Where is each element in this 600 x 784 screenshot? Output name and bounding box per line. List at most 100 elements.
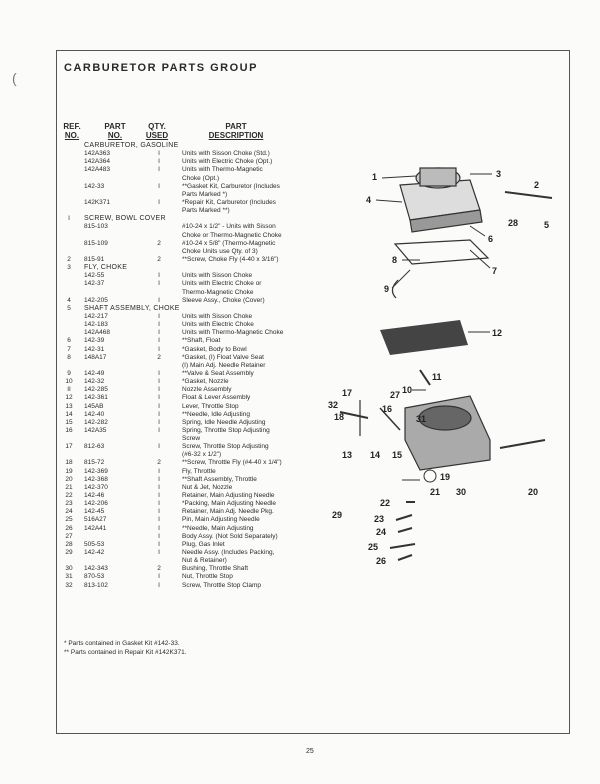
ref-no: 24	[65, 508, 73, 516]
callout-15: 15	[392, 450, 402, 460]
qty-used: 2	[157, 239, 161, 247]
header-part: PART NO.	[100, 122, 130, 140]
callout-25: 25	[368, 542, 378, 552]
part-description: Plug, Gas Inlet	[182, 540, 225, 548]
part-no: 142-33	[84, 182, 105, 190]
header-ref-line2: NO.	[64, 131, 80, 140]
parts-row: Parts Marked *)	[60, 191, 350, 199]
part-description: **Needle, Idle Adjusting	[182, 410, 250, 418]
ref-no: 29	[65, 549, 73, 557]
carburetor-body	[404, 395, 491, 471]
qty-used: I	[158, 426, 160, 434]
part-no: 142A364	[84, 158, 111, 166]
part-description: *Repair Kit, Carburetor (Includes	[182, 198, 276, 206]
qty-used: I	[158, 410, 160, 418]
qty-used: I	[158, 312, 160, 320]
part-no: 142A363	[84, 150, 111, 158]
part-no: 145AB	[84, 402, 104, 410]
qty-used: I	[158, 280, 160, 288]
parts-row: Parts Marked **)	[60, 207, 350, 215]
part-description: Units with Electric Choke (Opt.)	[182, 158, 273, 166]
part-description: Screw, Throttle Stop Adjusting	[182, 443, 269, 451]
header-desc-line2: DESCRIPTION	[208, 131, 264, 140]
qty-used: 2	[157, 565, 161, 573]
callout-27: 27	[390, 390, 400, 400]
qty-used: I	[158, 532, 160, 540]
qty-used: I	[158, 418, 160, 426]
callout-2: 2	[534, 180, 539, 190]
part-no: 142-206	[84, 500, 108, 508]
page-number: 25	[306, 748, 314, 755]
part-no: 142-49	[84, 369, 105, 377]
header-part-line1: PART	[104, 122, 126, 131]
qty-used: I	[158, 483, 160, 491]
part-description: Screw	[182, 435, 201, 443]
part-no: 870-53	[84, 573, 105, 581]
parts-row: Screw	[60, 435, 350, 443]
part-no: 142-31	[84, 345, 105, 353]
header-ref: REF. NO.	[60, 122, 84, 140]
part-description: Units with Thermo-Magnetic Choke	[182, 329, 284, 337]
ref-no: 9	[67, 369, 71, 377]
part-description: Nozzle Assembly	[182, 386, 232, 394]
callout-19: 19	[440, 472, 450, 482]
ref-no: 14	[65, 410, 73, 418]
callout-26: 26	[376, 556, 386, 566]
callout-32: 32	[328, 400, 338, 410]
ref-no: 2	[67, 255, 71, 263]
part-no: 142A468	[84, 329, 111, 337]
qty-used: I	[158, 394, 160, 402]
callout-31: 31	[416, 414, 426, 424]
part-no: 142-39	[84, 337, 105, 345]
ref-no: 3	[67, 264, 71, 272]
part-description: Body Assy. (Not Sold Separately)	[182, 532, 278, 540]
ref-no: 16	[65, 426, 73, 434]
callout-24: 24	[376, 527, 386, 537]
parts-row: Nut & Retainer)	[60, 557, 350, 565]
part-no: 142K371	[84, 198, 111, 206]
header-desc: PART DESCRIPTION	[196, 122, 276, 140]
part-no: 142-55	[84, 272, 105, 280]
part-no: 142-282	[84, 418, 108, 426]
callout-12: 12	[492, 328, 502, 338]
part-no: 813-102	[84, 581, 108, 589]
qty-used: I	[158, 296, 160, 304]
header-qty: QTY. USED	[142, 122, 172, 140]
qty-used: I	[158, 182, 160, 190]
part-no: 142-45	[84, 508, 105, 516]
part-no: 142-217	[84, 312, 108, 320]
parts-row: Thermo-Magnetic Choke	[60, 289, 350, 297]
part-no: 142-368	[84, 475, 108, 483]
part-description: Units with Sisson Choke (Std.)	[182, 150, 270, 158]
parts-row: (I) Main Adj. Needle Retainer	[60, 362, 350, 370]
part-description: **Valve & Seat Assembly	[182, 369, 254, 377]
parts-row: 815-103#10-24 x 1/2" - Units with Sisson	[60, 223, 350, 231]
part-no: 148A17	[84, 353, 107, 361]
part-description: (#6-32 x 1/2")	[182, 451, 222, 459]
margin-mark: (	[12, 70, 17, 86]
callout-11: 11	[432, 372, 442, 382]
qty-used: I	[158, 321, 160, 329]
ref-no: 27	[65, 532, 73, 540]
parts-row: Choke (Opt.)	[60, 175, 350, 183]
part-no: 815-72	[84, 459, 105, 467]
part-description: **Shaft, Float	[182, 337, 221, 345]
qty-used: 2	[157, 353, 161, 361]
part-no: 142A35	[84, 426, 107, 434]
